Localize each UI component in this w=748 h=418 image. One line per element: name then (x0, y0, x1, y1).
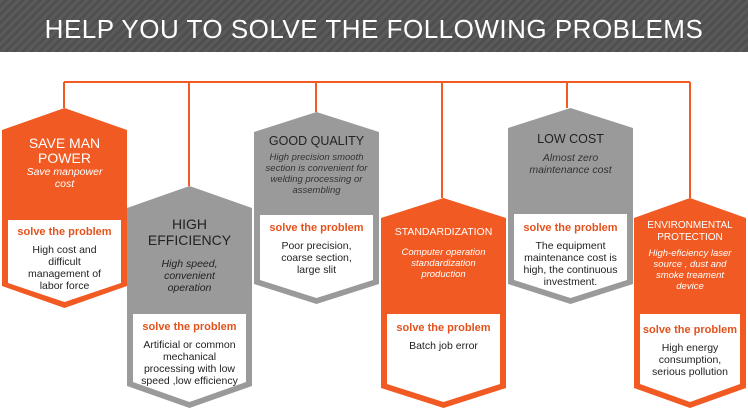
problem-text: High cost and difficult management of la… (28, 244, 101, 292)
card-subtitle: Computer operation standardization produ… (401, 247, 486, 280)
header-banner (0, 0, 748, 52)
solve-label: solve the problem (17, 226, 112, 238)
card-low-cost: LOW COST Almost zero maintenance cost so… (508, 108, 633, 304)
card-title: ENVIRONMENTAL PROTECTION (647, 220, 733, 243)
problem-text: Poor precision, coarse section, large sl… (281, 240, 352, 276)
card-subtitle: Almost zero maintenance cost (529, 152, 612, 176)
card-save-man-power: SAVE MAN POWER Save manpower cost solve … (2, 108, 127, 308)
card-title: LOW COST (537, 132, 604, 146)
card-subtitle: High speed, convenient operation (161, 258, 218, 294)
card-title: HIGH EFFICIENCY (147, 216, 232, 248)
card-good-quality: GOOD QUALITY High precision smooth secti… (254, 112, 379, 304)
problem-text: High energy consumption, serious polluti… (652, 342, 728, 378)
problem-text: Batch job error (409, 340, 478, 352)
card-title: GOOD QUALITY (268, 134, 365, 148)
hexagon-shape (381, 198, 506, 408)
card-subtitle: High precision smooth section is conveni… (265, 152, 368, 196)
hexagon-shape (508, 108, 633, 304)
card-subtitle: High-eficiency laser source , dust and s… (648, 248, 732, 292)
solve-label: solve the problem (642, 324, 738, 336)
problem-text: The equipment maintenance cost is high, … (523, 240, 618, 288)
solve-label: solve the problem (396, 322, 491, 334)
card-environmental-protection: ENVIRONMENTAL PROTECTION High-eficiency … (634, 198, 746, 408)
banner-title: HELP YOU TO SOLVE THE FOLLOWING PROBLEMS… (44, 14, 704, 102)
hexagon-shape (127, 186, 252, 408)
hexagon-shape (254, 112, 379, 304)
hexagon-shape (2, 108, 127, 308)
problem-text: Artificial or common mechanical processi… (141, 339, 238, 387)
card-subtitle: Save manpower cost (26, 166, 103, 190)
solve-label: solve the problem (269, 222, 364, 234)
card-title: SAVE MAN POWER (28, 135, 101, 166)
hexagon-shape (634, 198, 746, 408)
solve-label: solve the problem (523, 222, 618, 234)
card-high-efficiency: HIGH EFFICIENCY High speed, convenient o… (127, 186, 252, 408)
solve-label: solve the problem (142, 321, 237, 333)
card-title: STANDARDIZATION (394, 226, 493, 238)
card-standardization: STANDARDIZATION Computer operation stand… (381, 198, 506, 408)
